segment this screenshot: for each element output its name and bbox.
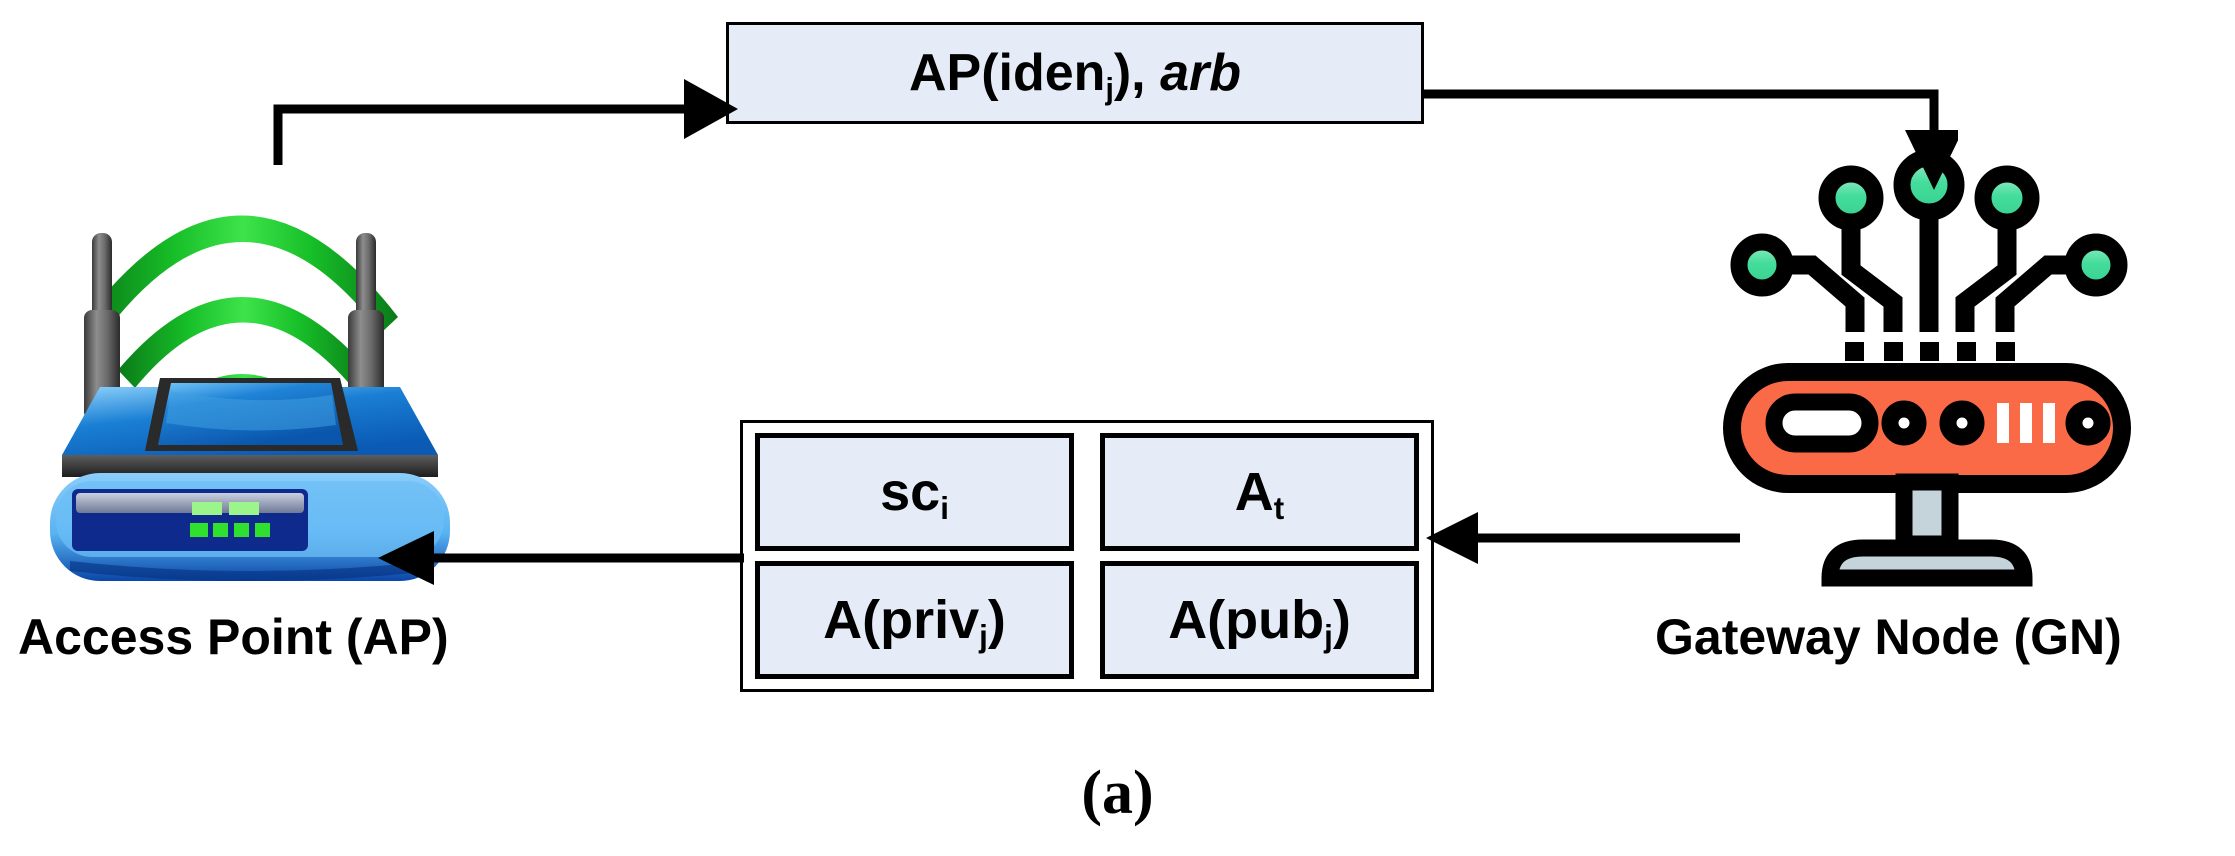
table-cell-a-t-text: At: [1234, 462, 1285, 527]
gateway-dash-connectors: [1845, 342, 2015, 361]
gateway-device-body: [1723, 363, 2131, 493]
message-gn-to-ap-table: sci At A(privj) A(pubj): [740, 420, 1434, 692]
table-cell-a-priv-j-text: A(privj): [823, 590, 1006, 655]
table-cell-a-priv-j: A(privj): [755, 561, 1074, 679]
gateway-stand: [1821, 473, 2033, 587]
router-front-body: [50, 473, 450, 581]
wifi-router-icon: [40, 95, 460, 595]
message-ap-to-gn-text: AP(idenj), arb: [909, 44, 1241, 107]
figure-caption: (a): [1081, 759, 1154, 827]
arrow-gateway-to-table: [1426, 512, 1740, 564]
router-top-shell: [62, 378, 438, 477]
router-led-indicators: [190, 502, 270, 537]
table-cell-a-pub-j-text: A(pubj): [1168, 590, 1351, 655]
gateway-green-nodes: [1730, 149, 2128, 297]
table-cell-sc-i-text: sci: [880, 462, 949, 527]
gateway-node-icon: [1700, 110, 2150, 590]
arrow-topbox-to-gateway: [1422, 89, 1958, 190]
access-point-label: Access Point (AP): [18, 609, 449, 665]
wifi-router-svg: [50, 215, 450, 581]
gateway-node-label: Gateway Node (GN): [1655, 609, 2122, 665]
table-cell-sc-i: sci: [755, 433, 1074, 551]
table-cell-a-t: At: [1100, 433, 1419, 551]
table-cell-a-pub-j: A(pubj): [1100, 561, 1419, 679]
gateway-node-svg: [1723, 149, 2131, 587]
arrow-table-to-accesspoint: [378, 531, 744, 585]
message-ap-to-gn-box: AP(idenj), arb: [726, 22, 1424, 124]
arrow-ap-to-topbox: [273, 79, 738, 165]
